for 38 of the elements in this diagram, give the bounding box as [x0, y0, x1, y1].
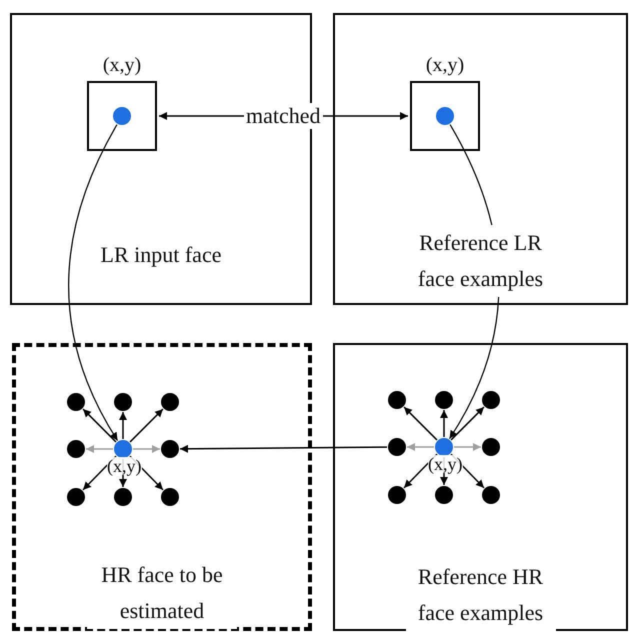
neighbor-dot — [67, 393, 85, 411]
neighbor-dot — [161, 440, 179, 458]
arrow — [82, 408, 116, 442]
neighbor-dot — [114, 488, 132, 506]
neighbor-dot — [435, 391, 453, 409]
arrow — [130, 408, 164, 442]
coordinate-label: (x,y) — [428, 455, 462, 473]
center-dot — [436, 107, 454, 125]
neighbor-dot — [388, 486, 406, 504]
neighbor-dot — [388, 438, 406, 456]
neighbor-dot — [67, 440, 85, 458]
neighbor-dot — [114, 393, 132, 411]
arrow — [450, 406, 484, 440]
neighbor-dot — [161, 393, 179, 411]
center-dot — [113, 107, 131, 125]
coordinate-label: (x,y) — [102, 54, 142, 76]
image-panel — [12, 343, 312, 631]
image-panel — [333, 343, 628, 631]
neighbor-dot — [435, 486, 453, 504]
image-panel — [333, 13, 628, 305]
neighbor-dot — [67, 488, 85, 506]
arrow — [404, 406, 438, 440]
arrow — [133, 445, 160, 453]
arrow — [86, 445, 113, 453]
arrow — [119, 412, 127, 439]
arrow — [440, 410, 448, 437]
neighbor-dot — [161, 488, 179, 506]
neighbor-dot — [388, 391, 406, 409]
neighbor-dot — [482, 438, 500, 456]
arrow — [407, 443, 434, 451]
edge-label: matched — [244, 103, 323, 129]
curved-arrow — [68, 124, 118, 441]
coordinate-label: (x,y) — [107, 457, 142, 475]
coordinate-label: (x,y) — [426, 54, 464, 76]
neighbor-dot — [482, 391, 500, 409]
neighbor-dot — [482, 486, 500, 504]
arrow — [180, 444, 387, 453]
arrow — [454, 443, 481, 451]
